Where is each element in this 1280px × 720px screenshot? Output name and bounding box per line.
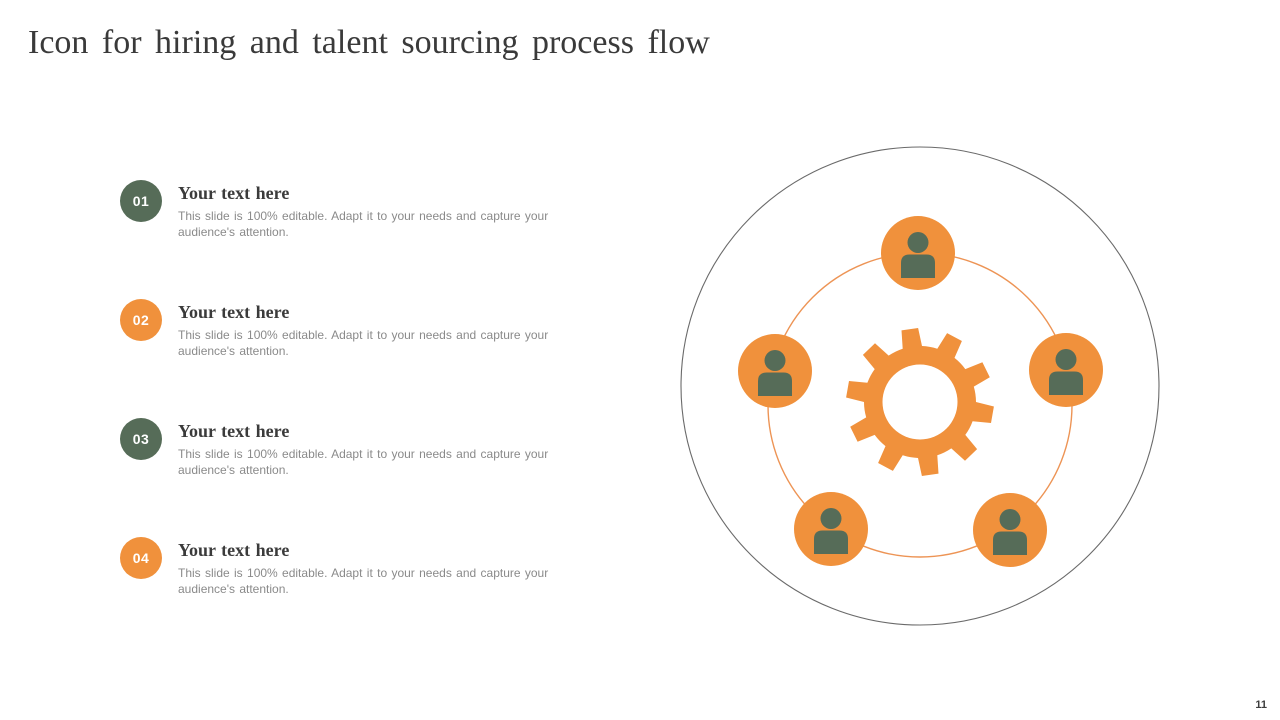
list-item-text: Your text here This slide is 100% editab… <box>178 537 556 597</box>
item-description: This slide is 100% editable. Adapt it to… <box>178 328 549 358</box>
list-item-text: Your text here This slide is 100% editab… <box>178 299 556 359</box>
person-icon-body <box>758 372 792 396</box>
person-node-top <box>881 216 955 290</box>
list-item-text: Your text here This slide is 100% editab… <box>178 180 556 240</box>
item-description: This slide is 100% editable. Adapt it to… <box>178 566 549 596</box>
item-heading: Your text here <box>178 540 290 560</box>
list-item: 02 Your text here This slide is 100% edi… <box>120 299 556 359</box>
person-icon-body <box>1049 371 1083 395</box>
page-number: 11 <box>1255 699 1267 711</box>
gear-hole <box>882 364 958 440</box>
list-item: 01 Your text here This slide is 100% edi… <box>120 180 556 240</box>
person-icon-head <box>907 232 929 253</box>
person-icon-head <box>1055 349 1077 370</box>
person-node-lower-left <box>794 492 868 566</box>
step-number-badge: 02 <box>120 299 162 341</box>
list-item-text: Your text here This slide is 100% editab… <box>178 418 556 478</box>
person-icon-body <box>814 530 848 554</box>
step-number-badge: 01 <box>120 180 162 222</box>
person-node-upper-left <box>738 334 812 408</box>
person-icon-head <box>764 350 786 371</box>
item-heading: Your text here <box>178 183 290 203</box>
slide-title: Icon for hiring and talent sourcing proc… <box>28 24 710 61</box>
process-flow-diagram <box>680 146 1160 626</box>
step-number-badge: 03 <box>120 418 162 460</box>
item-description: This slide is 100% editable. Adapt it to… <box>178 209 549 239</box>
list-item: 04 Your text here This slide is 100% edi… <box>120 537 556 597</box>
person-icon-head <box>820 508 842 529</box>
item-description: This slide is 100% editable. Adapt it to… <box>178 447 549 477</box>
person-icon-body <box>901 254 935 278</box>
item-heading: Your text here <box>178 302 290 322</box>
person-icon-head <box>999 509 1021 530</box>
outer-circle <box>680 146 1160 626</box>
item-heading: Your text here <box>178 421 290 441</box>
list-item: 03 Your text here This slide is 100% edi… <box>120 418 556 478</box>
person-node-upper-right <box>1029 333 1103 407</box>
person-icon-body <box>993 531 1027 555</box>
person-node-lower-right <box>973 493 1047 567</box>
step-number-badge: 04 <box>120 537 162 579</box>
